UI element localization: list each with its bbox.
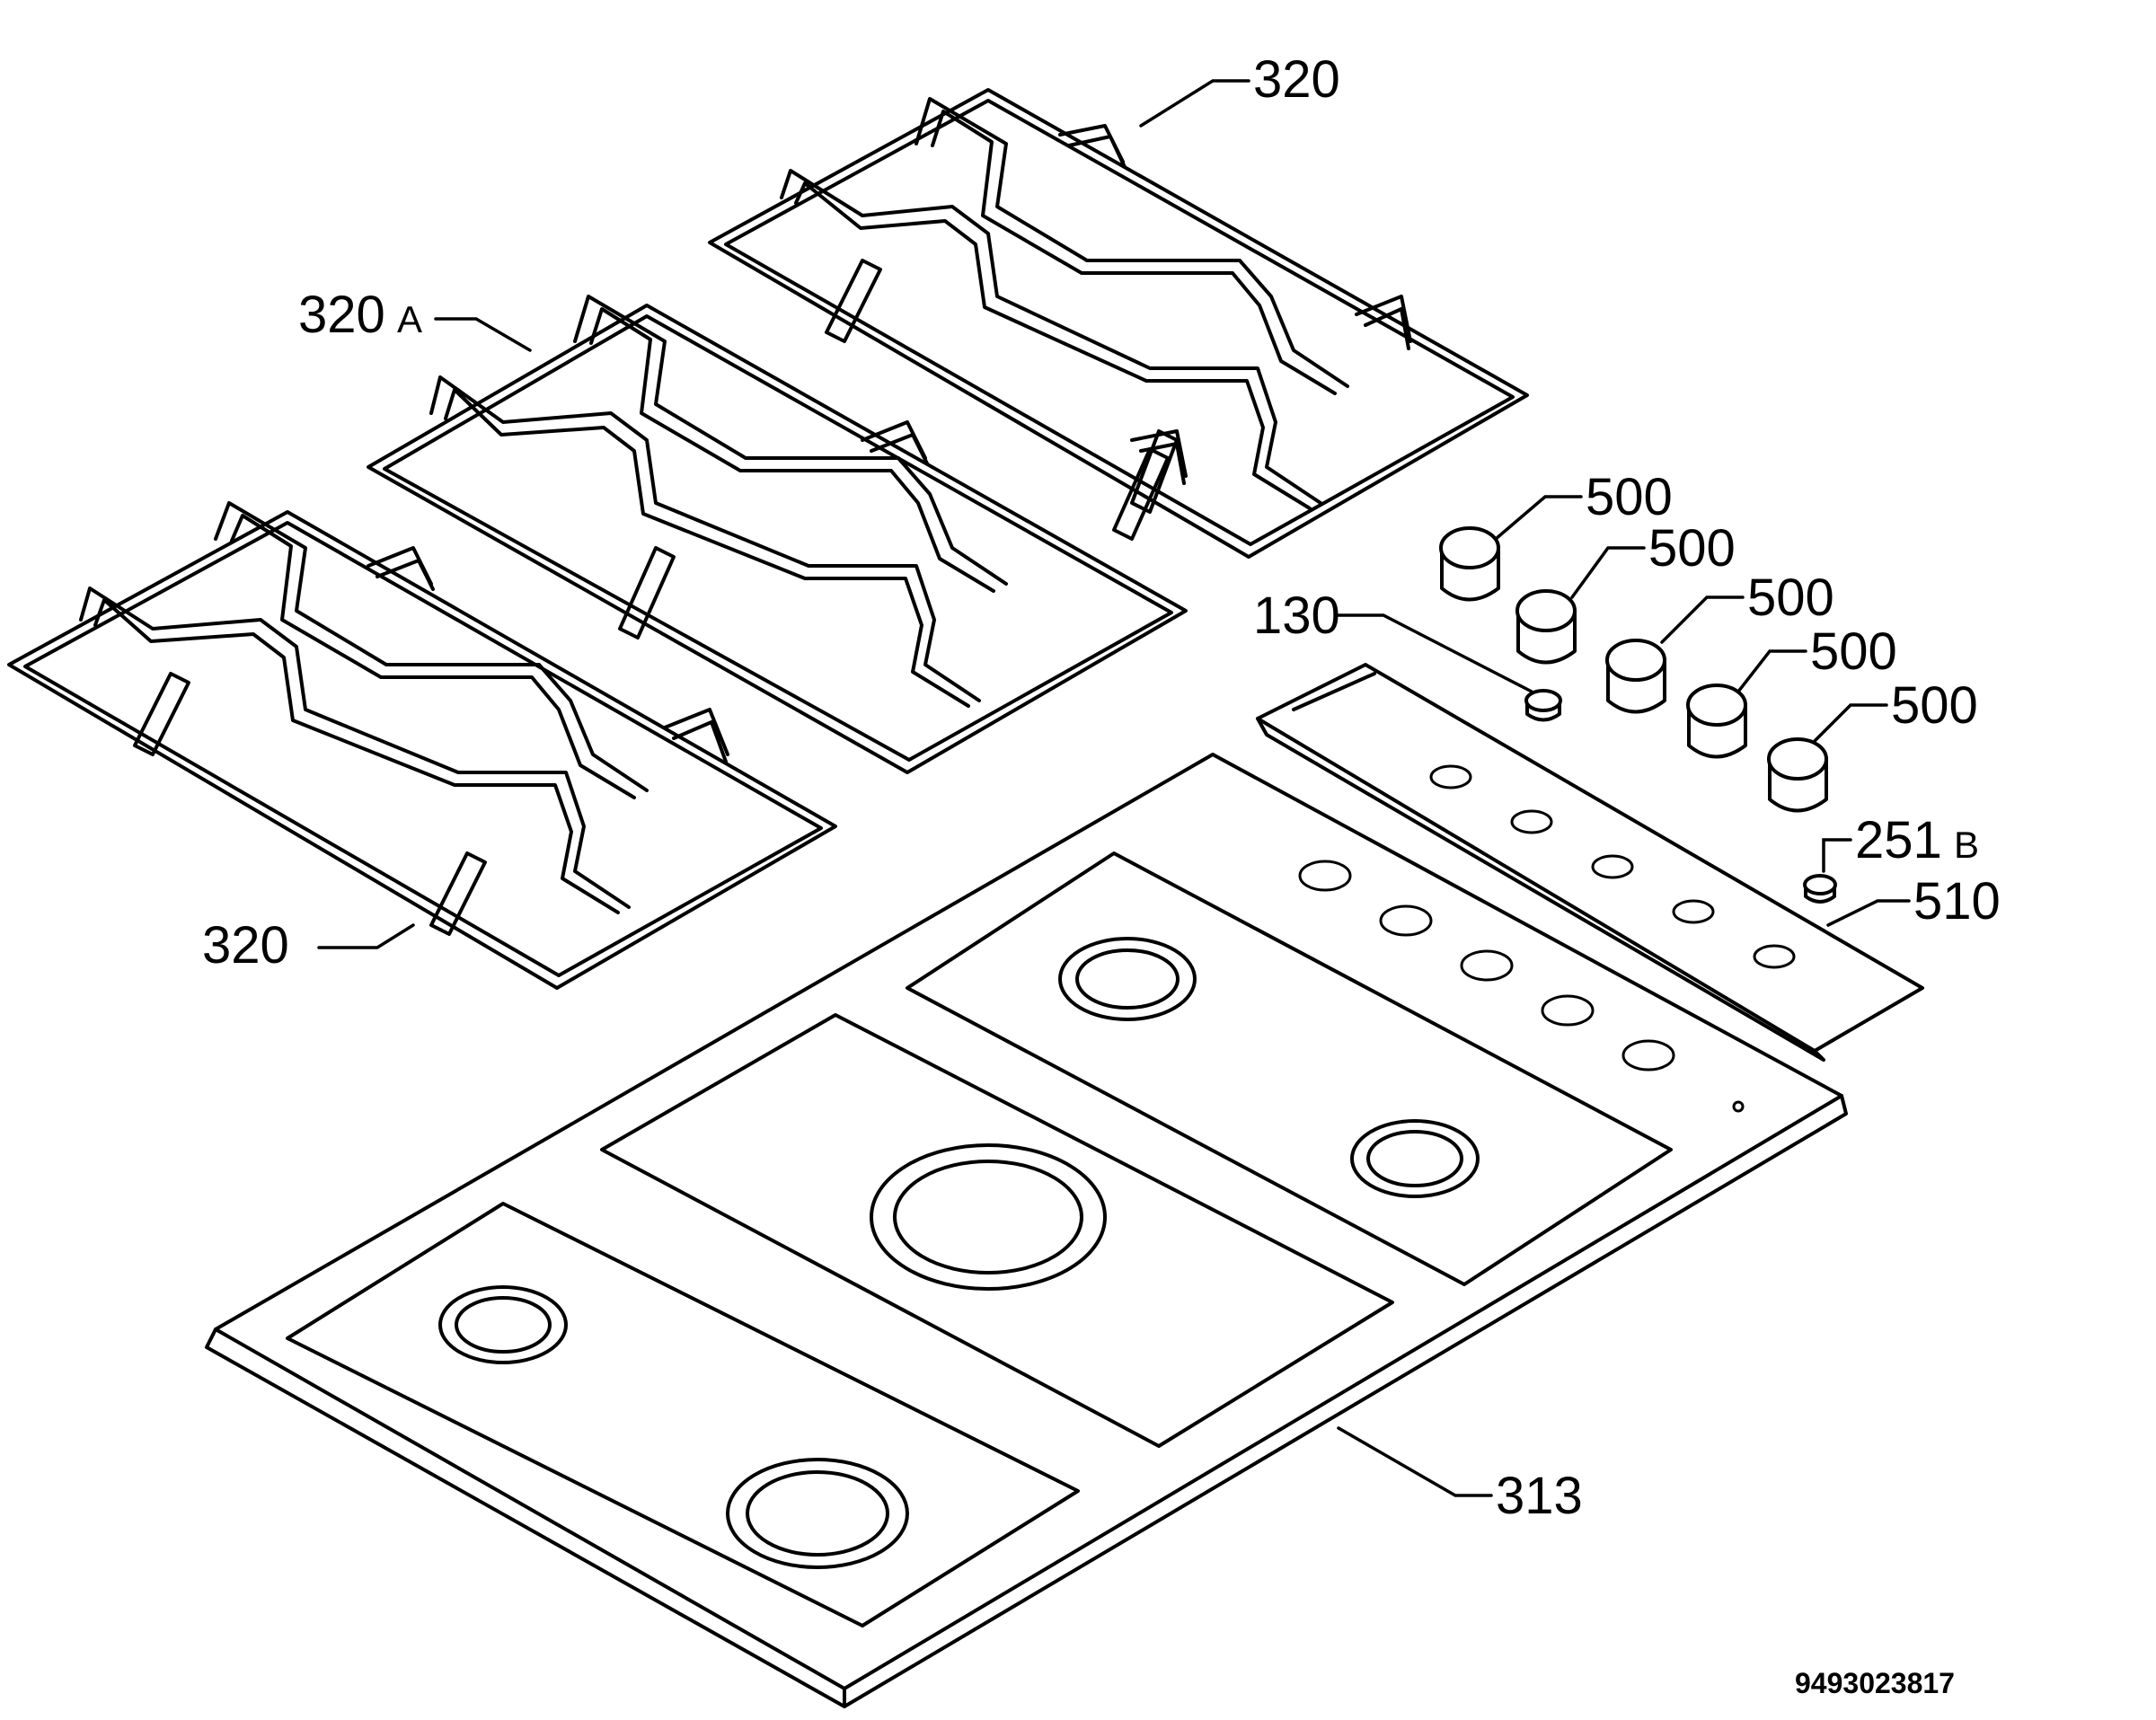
drawing-code: 9493023817 <box>1795 1667 1955 1699</box>
part-labels: 320 320 A 320 500 500 500 500 500 130 25… <box>202 50 2001 1699</box>
pan-support-grid-left <box>7 501 837 990</box>
label-knob-3: 500 <box>1747 569 1834 627</box>
knob-2 <box>1515 589 1577 665</box>
control-knobs <box>1439 526 1828 813</box>
label-knob-1: 500 <box>1586 468 1673 526</box>
label-knob-5: 500 <box>1891 676 1978 735</box>
label-ignition-button: 130 <box>1253 587 1340 645</box>
hob-top <box>205 753 1848 1708</box>
label-grid-top: 320 <box>1253 50 1340 109</box>
knob-1 <box>1439 526 1500 602</box>
label-small-knob-suffix: B <box>1954 824 1979 866</box>
label-knob-4: 500 <box>1810 622 1897 681</box>
leader-lines <box>317 79 1911 1497</box>
label-knob-2: 500 <box>1648 519 1736 578</box>
control-panel-strip <box>1256 663 1924 1062</box>
pan-support-grid-middle <box>367 295 1188 774</box>
small-knob <box>1803 874 1837 904</box>
ignition-button <box>1524 689 1562 722</box>
knob-4 <box>1686 684 1747 759</box>
label-control-panel: 510 <box>1913 872 2001 931</box>
label-grid-middle-suffix: A <box>397 298 422 340</box>
knob-3 <box>1605 639 1666 714</box>
label-grid-middle: 320 <box>298 286 385 344</box>
label-grid-left: 320 <box>202 916 289 975</box>
label-hob-top: 313 <box>1496 1467 1583 1525</box>
label-small-knob: 251 <box>1855 811 1942 869</box>
knob-5 <box>1767 737 1828 813</box>
pan-support-grid-top <box>708 88 1529 559</box>
